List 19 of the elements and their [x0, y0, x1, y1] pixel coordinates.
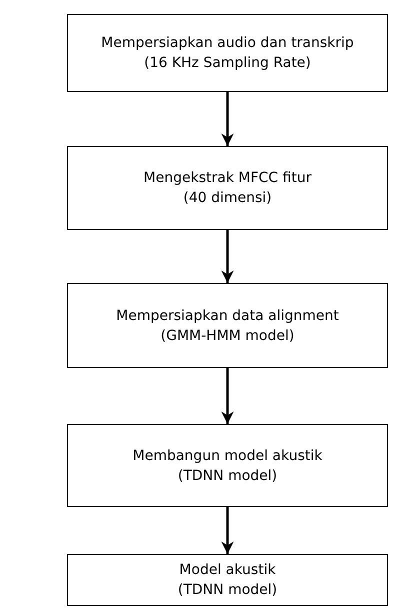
process-box — [67, 283, 388, 368]
box-text: (GMM-HMM model) — [160, 326, 294, 346]
box-text: Mengekstrak MFCC fitur — [144, 169, 312, 188]
box-text: Mempersiapkan data alignment — [116, 306, 339, 326]
box-text: Mempersiapkan audio dan transkrip — [101, 34, 354, 53]
box-text: (TDNN model) — [178, 581, 278, 600]
process-box — [67, 554, 388, 606]
arrow — [221, 507, 234, 554]
arrow — [221, 92, 234, 146]
process-box — [67, 14, 388, 92]
box-text: Membangun model akustik — [132, 446, 322, 466]
arrow — [221, 230, 234, 283]
box-text: Model akustik — [179, 561, 276, 580]
process-box — [67, 424, 388, 507]
arrow — [221, 368, 234, 424]
box-text: (TDNN model) — [178, 466, 278, 486]
box-text: (16 KHz Sampling Rate) — [144, 54, 311, 73]
process-box — [67, 146, 388, 230]
box-text: (40 dimensi) — [183, 189, 272, 208]
